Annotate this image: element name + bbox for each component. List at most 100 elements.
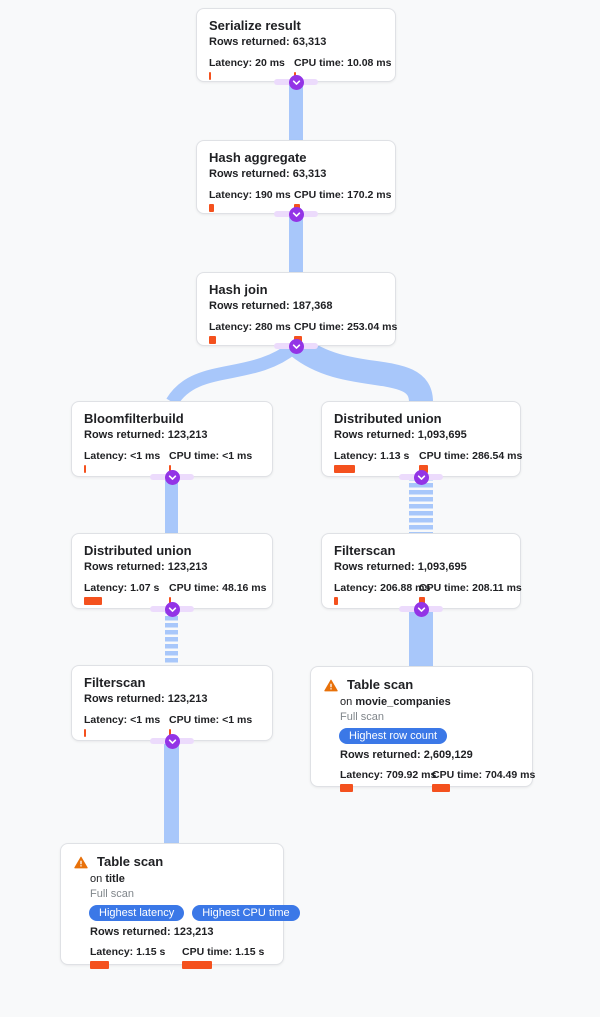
rows-returned: Rows returned: 187,368 xyxy=(209,300,333,312)
chevron-down-icon xyxy=(292,211,300,217)
node-title: Filterscan xyxy=(84,675,146,690)
chevron-down-icon xyxy=(292,79,300,85)
chevron-down-icon xyxy=(417,474,425,480)
latency-bar xyxy=(209,204,214,212)
rows-returned: Rows returned: 1,093,695 xyxy=(334,561,467,573)
latency-bar xyxy=(340,784,353,792)
edge-hashjoin-bloom xyxy=(166,341,299,406)
cpu-bar xyxy=(169,597,171,605)
node-title: Hash join xyxy=(209,282,268,297)
chevron-down-icon xyxy=(168,738,176,744)
scan-target: on movie_companies xyxy=(340,696,451,708)
cpu-metric: CPU time: 208.11 ms xyxy=(419,582,522,605)
node-title: Serialize result xyxy=(209,18,301,33)
cpu-bar xyxy=(169,729,171,737)
rows-returned: Rows returned: 1,093,695 xyxy=(334,429,467,441)
edge-hashagg-hashjoin xyxy=(289,214,303,272)
edge-filterscan-tablescan-right xyxy=(409,609,433,666)
latency-metric: Latency: 1.13 s xyxy=(334,450,419,473)
chevron-down-icon xyxy=(168,474,176,480)
chevron-down-icon xyxy=(417,606,425,612)
collapse-node-button[interactable] xyxy=(413,601,429,617)
node-distributed-union-left[interactable]: Distributed union Rows returned: 123,213… xyxy=(71,533,273,609)
node-filterscan-right[interactable]: Filterscan Rows returned: 1,093,695 Late… xyxy=(321,533,522,609)
edge-serialize-hashagg xyxy=(289,82,303,140)
node-title: Hash aggregate xyxy=(209,150,307,165)
node-table-scan-title[interactable]: Table scan on title Full scan Highest la… xyxy=(60,843,300,969)
latency-bar xyxy=(90,961,109,969)
collapse-node-button[interactable] xyxy=(164,733,180,749)
scan-type: Full scan xyxy=(90,888,135,900)
cpu-metric: CPU time: 10.08 ms xyxy=(294,57,391,80)
warning-icon xyxy=(74,856,88,869)
latency-bar xyxy=(334,597,338,605)
node-title: Distributed union xyxy=(84,543,192,558)
node-table-scan-movie-companies[interactable]: Table scan on movie_companies Full scan … xyxy=(310,666,535,792)
chevron-down-icon xyxy=(292,343,300,349)
node-distributed-union-right[interactable]: Distributed union Rows returned: 1,093,6… xyxy=(321,401,522,477)
rows-returned: Rows returned: 63,313 xyxy=(209,168,327,180)
latency-metric: Latency: 1.15 s xyxy=(90,946,182,969)
collapse-node-button[interactable] xyxy=(413,469,429,485)
cpu-metric: CPU time: 1.15 s xyxy=(182,946,275,969)
rows-returned: Rows returned: 63,313 xyxy=(209,36,327,48)
cpu-bar xyxy=(182,961,212,969)
cpu-metric: CPU time: 253.04 ms xyxy=(294,321,397,344)
node-title: Filterscan xyxy=(334,543,396,558)
latency-bar xyxy=(84,597,102,605)
cpu-metric: CPU time: 48.16 ms xyxy=(169,582,266,605)
latency-metric: Latency: 206.88 ms xyxy=(334,582,430,605)
warning-icon xyxy=(324,679,338,692)
cpu-bar xyxy=(432,784,450,792)
latency-bar xyxy=(84,729,86,737)
collapse-node-button[interactable] xyxy=(288,206,304,222)
latency-metric: Latency: 280 ms xyxy=(209,321,294,344)
node-title: Table scan xyxy=(97,854,164,869)
collapse-node-button[interactable] xyxy=(164,469,180,485)
edge-distunion-filterscan-right-striped xyxy=(409,477,433,533)
rows-returned: Rows returned: 2,609,129 xyxy=(340,749,473,761)
rows-returned: Rows returned: 123,213 xyxy=(84,693,208,705)
rows-returned: Rows returned: 123,213 xyxy=(90,926,214,938)
collapse-node-button[interactable] xyxy=(288,338,304,354)
cpu-bar xyxy=(419,597,425,605)
rows-returned: Rows returned: 123,213 xyxy=(84,429,208,441)
cpu-bar xyxy=(169,465,171,473)
collapse-node-button[interactable] xyxy=(288,74,304,90)
latency-bar xyxy=(209,336,216,344)
latency-metric: Latency: 1.07 s xyxy=(84,582,169,605)
edge-hashjoin-distunion xyxy=(291,337,433,404)
scan-type: Full scan xyxy=(340,711,385,723)
edge-filterscan-tablescan-left xyxy=(164,741,179,843)
latency-bar xyxy=(84,465,86,473)
rows-returned: Rows returned: 123,213 xyxy=(84,561,208,573)
node-title: Distributed union xyxy=(334,411,442,426)
node-title: Bloomfilterbuild xyxy=(84,411,184,426)
edge-distunion-filterscan-left-striped xyxy=(165,609,178,665)
node-filterscan-left[interactable]: Filterscan Rows returned: 123,213 Latenc… xyxy=(71,665,273,741)
node-title: Table scan xyxy=(347,677,414,692)
latency-metric: Latency: 20 ms xyxy=(209,57,294,80)
cpu-metric: CPU time: <1 ms xyxy=(169,450,264,473)
highest-latency-badge: Highest latency xyxy=(89,905,185,921)
cpu-metric: CPU time: 286.54 ms xyxy=(419,450,522,473)
chevron-down-icon xyxy=(168,606,176,612)
latency-metric: Latency: <1 ms xyxy=(84,714,169,737)
cpu-metric: CPU time: 170.2 ms xyxy=(294,189,391,212)
latency-metric: Latency: <1 ms xyxy=(84,450,169,473)
node-hash-aggregate[interactable]: Hash aggregate Rows returned: 63,313 Lat… xyxy=(196,140,396,214)
scan-target: on title xyxy=(90,873,125,885)
cpu-metric: CPU time: <1 ms xyxy=(169,714,264,737)
latency-bar xyxy=(209,72,211,80)
node-bloomfilterbuild[interactable]: Bloomfilterbuild Rows returned: 123,213 … xyxy=(71,401,273,477)
latency-metric: Latency: 709.92 ms xyxy=(340,769,436,792)
highest-cpu-time-badge: Highest CPU time xyxy=(192,905,300,921)
node-hash-join[interactable]: Hash join Rows returned: 187,368 Latency… xyxy=(196,272,397,346)
collapse-node-button[interactable] xyxy=(164,601,180,617)
node-serialize-result[interactable]: Serialize result Rows returned: 63,313 L… xyxy=(196,8,396,82)
highest-row-count-badge: Highest row count xyxy=(339,728,448,744)
cpu-bar xyxy=(419,465,428,473)
latency-bar xyxy=(334,465,355,473)
